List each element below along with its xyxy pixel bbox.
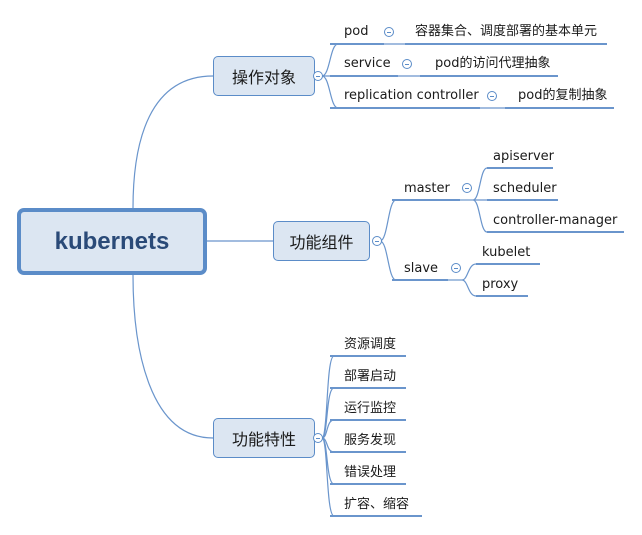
leaf-pod[interactable]: pod — [344, 24, 369, 39]
collapse-icon[interactable] — [372, 236, 382, 246]
leaf-kubelet[interactable]: kubelet — [482, 245, 531, 260]
connector-root-branch-0 — [132, 75, 214, 209]
leaf-feature[interactable]: 服务发现 — [344, 433, 397, 448]
leaf-feature[interactable]: 资源调度 — [344, 337, 397, 352]
collapse-icon[interactable] — [384, 27, 394, 37]
leaf-slave[interactable]: slave — [404, 261, 439, 276]
branch-label: 功能特性 — [231, 430, 296, 449]
leaf-replication-controller-detail[interactable]: pod的复制抽象 — [518, 88, 608, 103]
leaf-service[interactable]: service — [344, 56, 391, 71]
branch-node-1[interactable]: 功能组件 — [273, 221, 370, 261]
collapse-icon[interactable] — [462, 183, 472, 193]
leaf-replication-controller[interactable]: replication controller — [344, 88, 479, 103]
leaf-controller-manager[interactable]: controller-manager — [493, 213, 618, 228]
leaf-apiserver[interactable]: apiserver — [493, 149, 554, 164]
collapse-icon[interactable] — [313, 71, 323, 81]
leaf-feature[interactable]: 部署启动 — [344, 369, 397, 384]
branch-label: 操作对象 — [231, 68, 296, 87]
connector-root-branch-2 — [132, 274, 214, 439]
branch-node-0[interactable]: 操作对象 — [213, 56, 315, 96]
root-label: kubernets — [54, 227, 170, 255]
collapse-icon[interactable] — [451, 263, 461, 273]
collapse-icon[interactable] — [313, 433, 323, 443]
leaf-feature[interactable]: 运行监控 — [344, 401, 397, 416]
leaf-pod-detail[interactable]: 容器集合、调度部署的基本单元 — [415, 24, 598, 39]
root-node[interactable]: kubernets — [17, 208, 207, 275]
leaf-feature[interactable]: 错误处理 — [344, 465, 397, 480]
collapse-icon[interactable] — [402, 59, 412, 69]
branch-node-2[interactable]: 功能特性 — [213, 418, 315, 458]
leaf-scheduler[interactable]: scheduler — [493, 181, 557, 196]
leaf-service-detail[interactable]: pod的访问代理抽象 — [435, 56, 551, 71]
leaf-feature[interactable]: 扩容、缩容 — [344, 497, 410, 512]
collapse-icon[interactable] — [487, 91, 497, 101]
branch-label: 功能组件 — [289, 233, 354, 252]
leaf-proxy[interactable]: proxy — [482, 277, 519, 292]
leaf-master[interactable]: master — [404, 181, 450, 196]
